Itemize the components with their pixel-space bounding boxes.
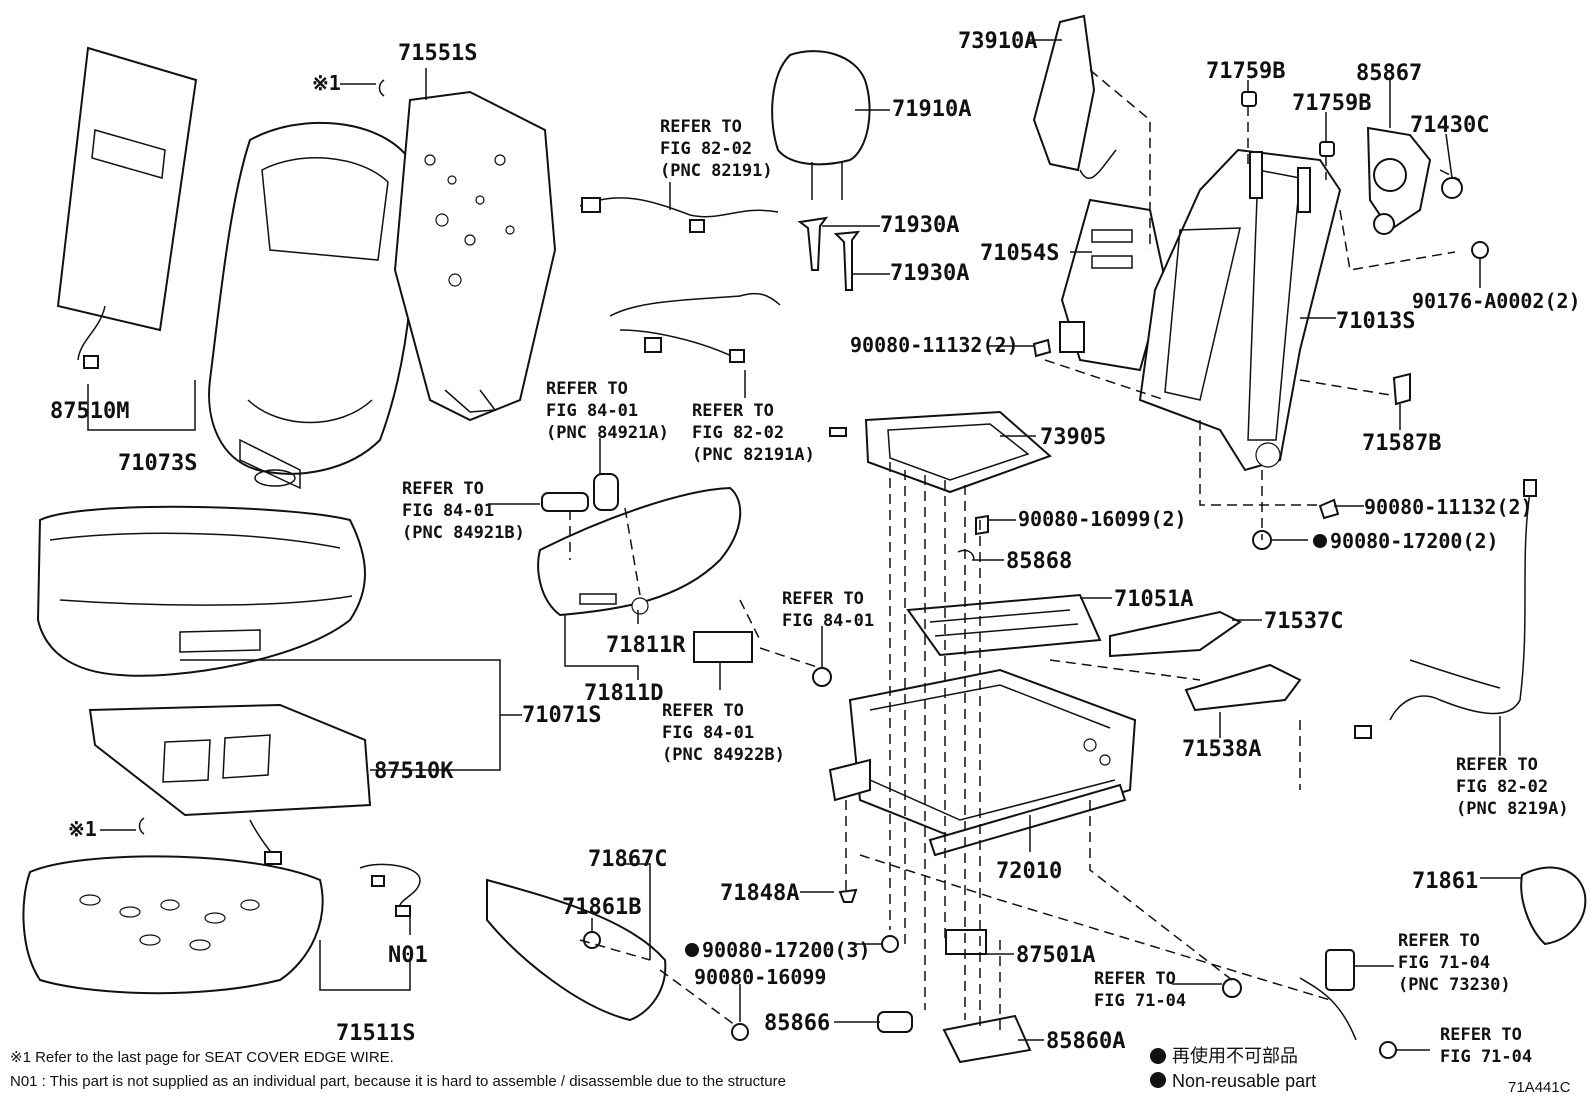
wire-harness-right	[1354, 479, 1537, 739]
label-71013S: 71013S	[1336, 309, 1415, 334]
label-71551S: 71551S	[398, 41, 477, 66]
seat-switch-knob	[541, 473, 619, 512]
diagram-code: 71A441C	[1508, 1079, 1571, 1096]
footer: ※1 Refer to the last page for SEAT COVER…	[10, 1046, 1571, 1096]
label-87501A: 87501A	[1016, 943, 1095, 968]
refer-labels: REFER TO FIG 82-02 (PNC 82191) REFER TO …	[402, 117, 1569, 1067]
footnote-n01: N01 : This part is not supplied as an in…	[10, 1073, 786, 1090]
label-73910A: 73910A	[958, 29, 1037, 54]
label-90080-17200-3: 90080-17200(3)	[702, 938, 871, 962]
label-71538A: 71538A	[1182, 737, 1261, 762]
label-71861B: 71861B	[562, 895, 641, 920]
headrest	[771, 50, 871, 200]
edge-wire-clip-icon	[138, 817, 145, 835]
label-87510M: 87510M	[50, 399, 129, 424]
small-parts-center	[731, 514, 1032, 1064]
legend-dot-icon	[1150, 1048, 1166, 1064]
label-90080-11132-a: 90080-11132(2)	[850, 333, 1019, 357]
lumbar-support-71054S	[1059, 198, 1167, 372]
label-85868: 85868	[1006, 549, 1072, 574]
refer-fig84-01-84921B: REFER TO FIG 84-01 (PNC 84921B)	[402, 479, 525, 543]
refer-fig71-04-b: REFER TO FIG 71-04	[1440, 1025, 1532, 1067]
label-85866: 85866	[764, 1011, 830, 1036]
label-71848A: 71848A	[720, 881, 799, 906]
seatback-heater-mat	[56, 46, 198, 369]
occupant-sensor-wire	[359, 863, 421, 917]
recliner-cover-71861	[1520, 866, 1587, 946]
refer-fig71-04-73230: REFER TO FIG 71-04 (PNC 73230)	[1398, 931, 1511, 995]
rail-cover-71537C	[1109, 610, 1242, 658]
seatback-cover	[208, 121, 415, 490]
refer-fig82-02-8219A: REFER TO FIG 82-02 (PNC 8219A)	[1456, 755, 1569, 819]
label-mark1-top: ※1	[312, 71, 341, 95]
non-reusable-dot-icon	[1313, 534, 1327, 548]
label-71910A: 71910A	[892, 97, 971, 122]
label-90080-16099: 90080-16099	[694, 965, 826, 989]
seat-side-shield	[537, 486, 742, 617]
headrest-support	[797, 216, 861, 291]
label-71811D: 71811D	[584, 681, 663, 706]
legend-dot-icon	[1150, 1072, 1166, 1088]
wire-harness-upper	[579, 197, 781, 363]
label-71051A: 71051A	[1114, 587, 1193, 612]
label-71430C: 71430C	[1410, 113, 1489, 138]
refer-fig84-01: REFER TO FIG 84-01	[782, 589, 874, 631]
label-72010: 72010	[996, 859, 1062, 884]
seat-belt-buckle	[1299, 949, 1397, 1059]
label-71930A-1: 71930A	[880, 213, 959, 238]
label-71759B-2: 71759B	[1292, 91, 1371, 116]
seatback-frame-71013S	[1138, 148, 1342, 472]
footnote-edge-wire: ※1 Refer to the last page for SEAT COVER…	[10, 1049, 394, 1066]
label-71930A-2: 71930A	[890, 261, 969, 286]
label-71867C: 71867C	[588, 847, 667, 872]
label-90080-11132-b: 90080-11132(2)	[1364, 495, 1533, 519]
leader-lines	[87, 39, 1522, 1051]
refer-fig84-01-84921A: REFER TO FIG 84-01 (PNC 84921A)	[546, 379, 669, 443]
label-71537C: 71537C	[1264, 609, 1343, 634]
recliner-cover-85867	[1366, 126, 1432, 235]
washer-part	[1222, 978, 1242, 998]
label-N01: N01	[388, 943, 428, 968]
label-mark1-bottom: ※1	[68, 817, 97, 841]
seatback-pad	[393, 90, 557, 422]
label-85860A: 85860A	[1046, 1029, 1125, 1054]
switch-connector	[693, 631, 832, 687]
seat-cushion-heater	[88, 703, 372, 865]
refer-fig71-04-a: REFER TO FIG 71-04	[1094, 969, 1186, 1011]
label-71073S: 71073S	[118, 451, 197, 476]
refer-fig82-02-82191A: REFER TO FIG 82-02 (PNC 82191A)	[692, 401, 815, 465]
rail-cover-71538A	[1184, 663, 1302, 712]
refer-fig82-02-82191: REFER TO FIG 82-02 (PNC 82191)	[660, 117, 773, 181]
label-73905: 73905	[1040, 425, 1106, 450]
clips-right	[1032, 91, 1489, 550]
label-71054S: 71054S	[980, 241, 1059, 266]
part-labels: 71551S ※1 87510M 71073S 71071S 87510K ※1…	[50, 29, 1581, 1054]
legend-non-reusable: Non-reusable part	[1172, 1071, 1316, 1091]
refer-fig84-01-84922B: REFER TO FIG 84-01 (PNC 84922B)	[662, 701, 785, 765]
assembly-dashed-lines	[569, 69, 1461, 1030]
label-71071S: 71071S	[522, 703, 601, 728]
seat-cushion-cover	[36, 505, 366, 677]
label-71511S: 71511S	[336, 1021, 415, 1046]
legend-japanese: 再使用不可部品	[1172, 1046, 1298, 1066]
label-71861: 71861	[1412, 869, 1478, 894]
label-71587B: 71587B	[1362, 431, 1441, 456]
label-90080-17200-2: 90080-17200(2)	[1330, 529, 1499, 553]
label-71811R: 71811R	[606, 633, 686, 658]
label-71759B-1: 71759B	[1206, 59, 1285, 84]
seat-cushion-mat-73905	[829, 410, 1052, 494]
label-90176-A0002: 90176-A0002(2)	[1412, 289, 1581, 313]
label-90080-16099-2: 90080-16099(2)	[1018, 507, 1187, 531]
label-85867: 85867	[1356, 61, 1422, 86]
side-airbag-73910A	[1032, 14, 1117, 179]
edge-wire-clip-icon	[378, 79, 385, 97]
seat-cushion-frame-72010	[828, 668, 1137, 857]
seat-cushion-pad	[22, 855, 324, 995]
non-reusable-dot-icon	[685, 943, 699, 957]
label-87510K: 87510K	[374, 759, 454, 784]
seat-spring-71051A	[906, 593, 1102, 657]
